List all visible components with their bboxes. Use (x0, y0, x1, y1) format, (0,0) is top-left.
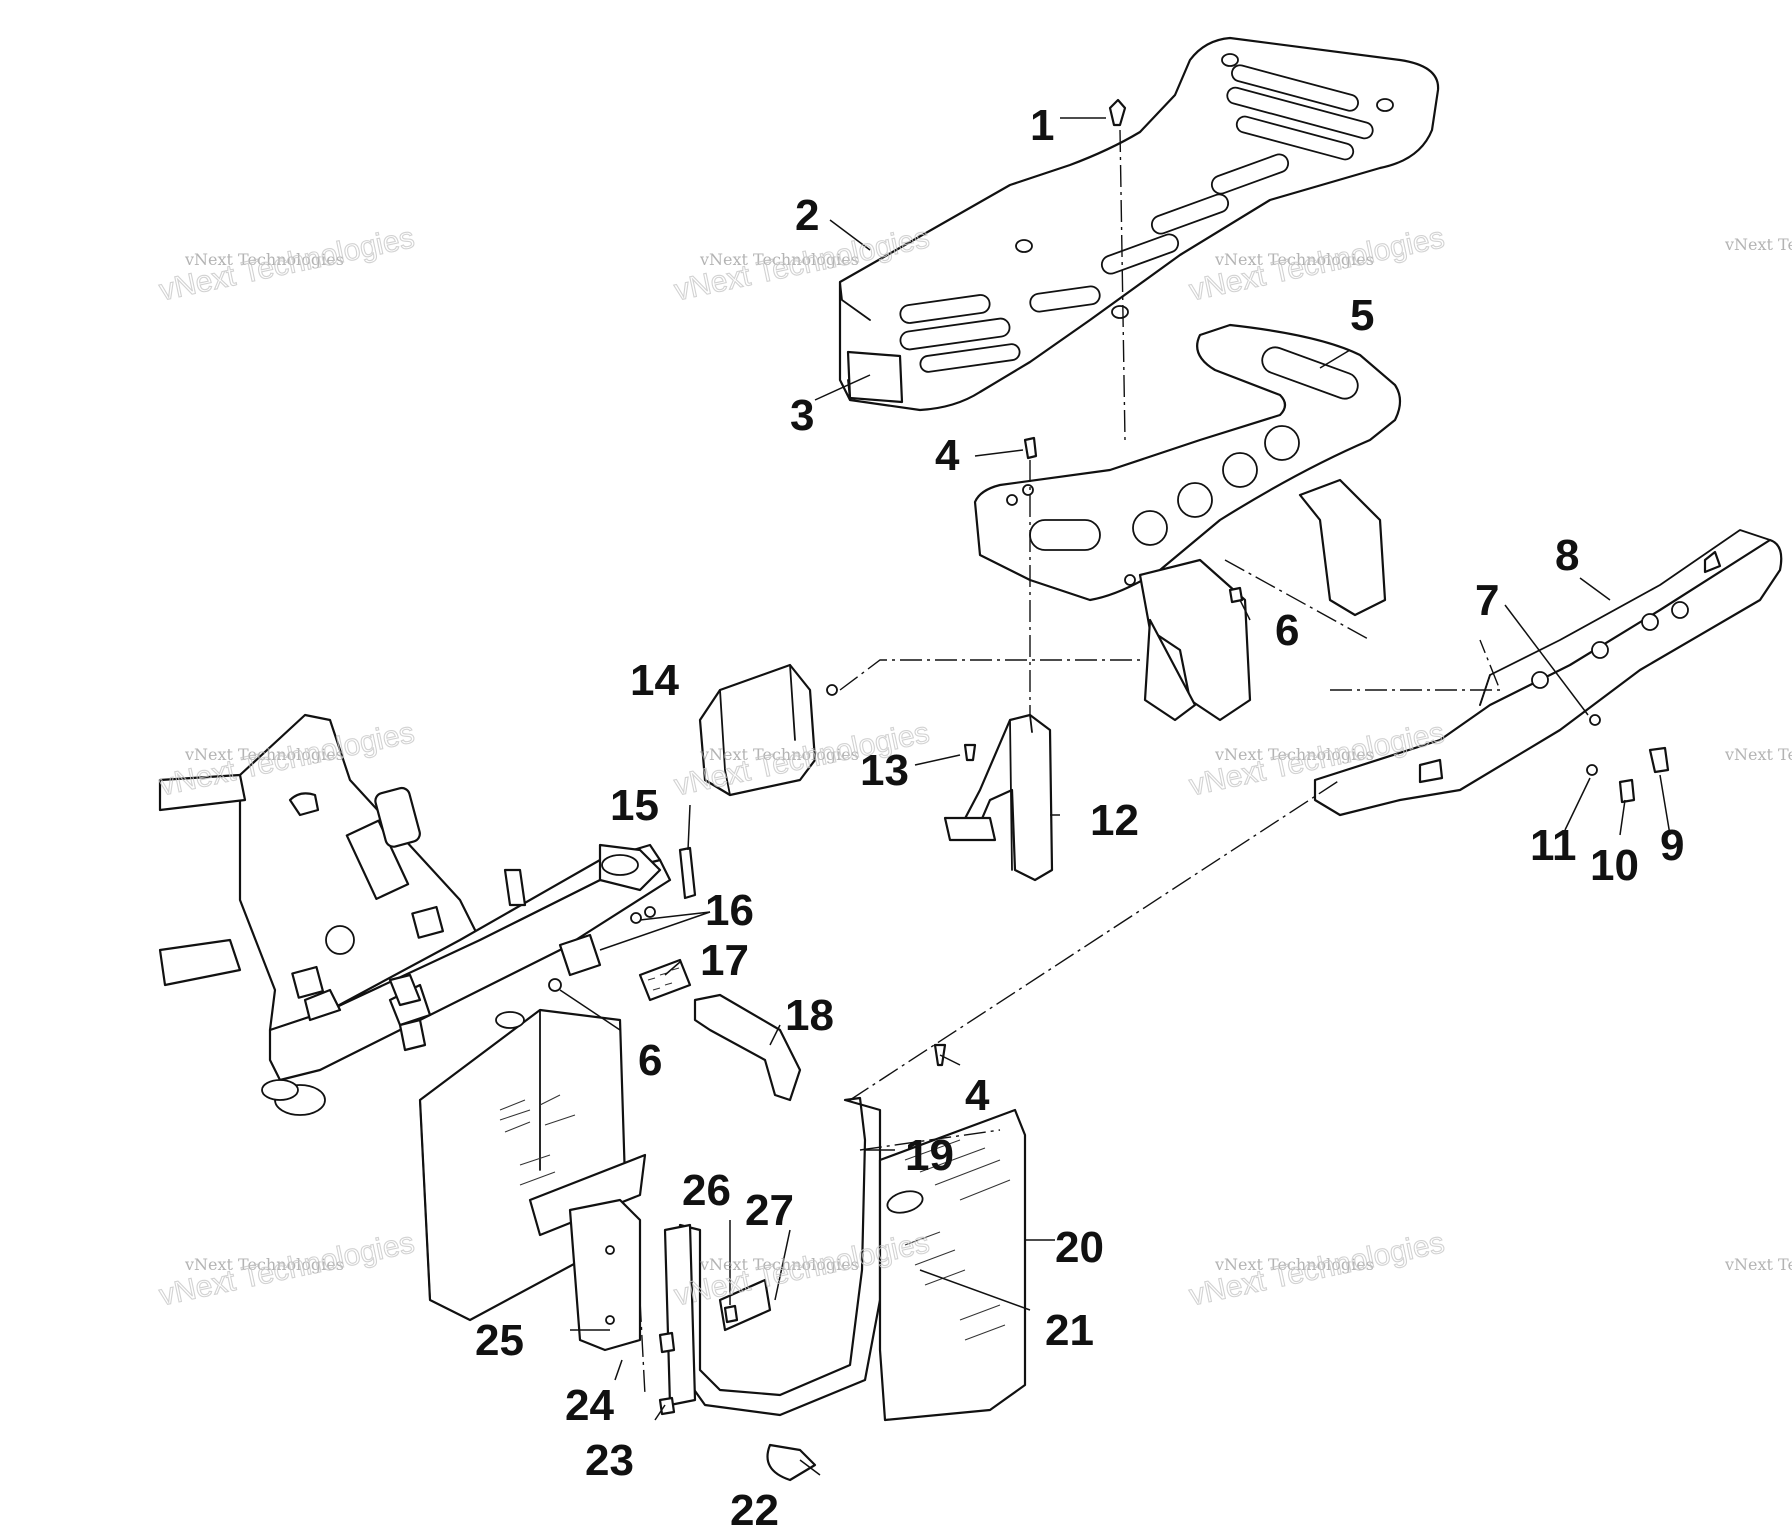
watermark-text: vNext Technologies (1724, 745, 1792, 764)
lower-rack-frame (973, 323, 1402, 722)
spacer-block (638, 958, 692, 1002)
leader-lines (559, 117, 1671, 1476)
callout-15: 15 (610, 781, 659, 830)
watermark-text: vNext Technologies (184, 1255, 344, 1274)
callout-labels: 1 2 3 4 5 6 7 8 9 10 11 12 13 14 15 16 1… (475, 101, 1684, 1535)
callout-7: 7 (1475, 576, 1499, 625)
vehicle-frame (158, 713, 672, 1116)
callout-11: 11 (1530, 821, 1577, 870)
watermark-text: vNext Technologies (1724, 235, 1792, 254)
mud-flap-right (878, 1108, 1027, 1422)
assembly-centerlines (639, 129, 1502, 1396)
callout-9: 9 (1660, 821, 1684, 870)
callout-16: 16 (705, 886, 754, 935)
callout-5: 5 (1350, 291, 1374, 340)
watermark-text: vNext Technologies (1214, 1255, 1374, 1274)
callout-1: 1 (1030, 101, 1054, 150)
callout-12: 12 (1090, 796, 1139, 845)
callout-17: 17 (700, 936, 749, 985)
callout-6b: 6 (638, 1036, 662, 1085)
rear-bumper (1313, 529, 1783, 817)
mud-flap-left (568, 1198, 642, 1352)
callout-18: 18 (785, 991, 834, 1040)
watermark-text: vNext Technologies (699, 250, 859, 269)
callout-14: 14 (630, 656, 679, 705)
callout-8: 8 (1555, 531, 1579, 580)
callout-26: 26 (682, 1166, 731, 1215)
reflector (846, 350, 904, 404)
watermark-text: vNext Technologies (1724, 1255, 1792, 1274)
callout-4b: 4 (965, 1071, 990, 1120)
callout-25: 25 (475, 1316, 524, 1365)
watermark-text: vNext Technologies (699, 1255, 859, 1274)
callout-10: 10 (1590, 841, 1639, 890)
callout-27: 27 (745, 1186, 794, 1235)
callout-6: 6 (1275, 606, 1299, 655)
watermark-text: vNext Technologies (699, 745, 859, 764)
upper-rack-plate (838, 36, 1440, 412)
callout-3: 3 (790, 391, 814, 440)
callout-21: 21 (1045, 1306, 1094, 1355)
watermark-text: vNext Technologies (1214, 745, 1374, 764)
callout-20: 20 (1055, 1223, 1104, 1272)
callout-2: 2 (795, 191, 819, 240)
callout-24: 24 (565, 1381, 614, 1430)
taillight (698, 663, 838, 797)
cross-tube (693, 993, 802, 1102)
watermark-text: vNext Technologies (1214, 250, 1374, 269)
callout-23: 23 (585, 1436, 634, 1485)
watermark-text: vNext Technologies (184, 745, 344, 764)
callout-4: 4 (935, 431, 960, 480)
clamp-block (548, 933, 602, 992)
rack-mount-bracket (943, 713, 1054, 882)
callout-13: 13 (860, 746, 909, 795)
watermark-text: vNext Technologies (184, 250, 344, 269)
hardware (630, 98, 1670, 1482)
callout-22: 22 (730, 1486, 779, 1535)
callout-19: 19 (905, 1131, 954, 1180)
